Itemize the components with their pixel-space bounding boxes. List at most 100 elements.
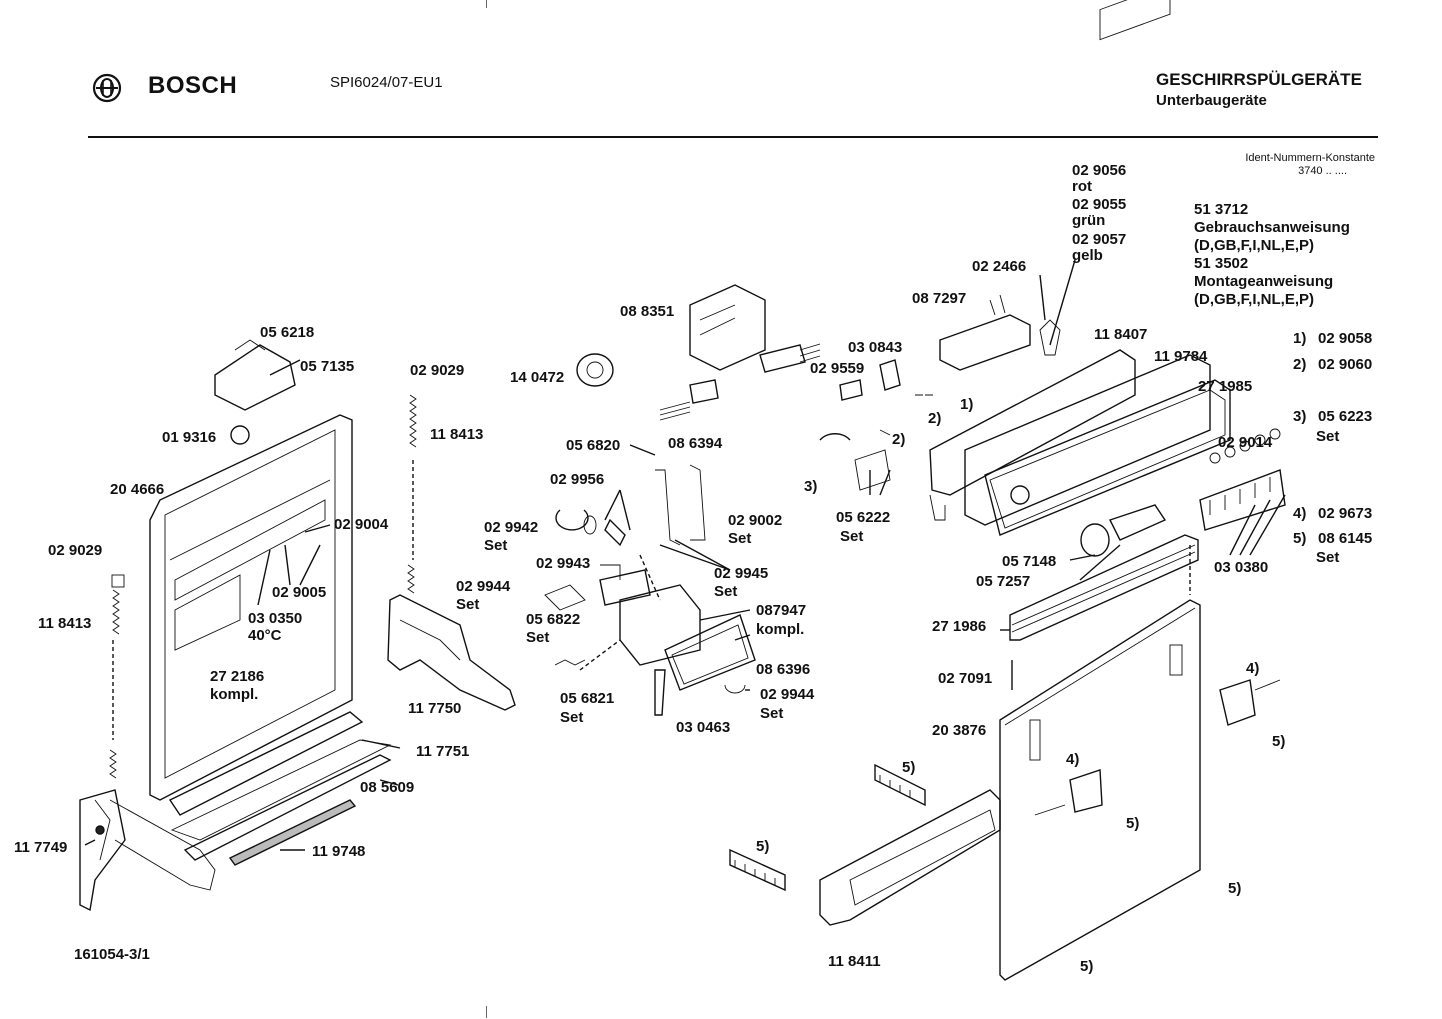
doc-number: 51 3502 <box>1194 255 1249 272</box>
door-hinge-assembly <box>79 789 216 912</box>
footnote-part: 02 9060 <box>1318 356 1373 373</box>
doc-number: 51 3712 <box>1194 201 1249 218</box>
doc-name: Montageanweisung <box>1194 273 1334 290</box>
part-number: 08 8351 <box>620 303 675 320</box>
reference-marker: 4) <box>1066 751 1080 768</box>
part-number: 08 7297 <box>912 290 967 307</box>
part-number: 11 9748 <box>312 843 366 860</box>
relay-parts <box>819 359 933 491</box>
part-note: Set <box>714 583 738 600</box>
reference-marker: 5) <box>902 759 916 776</box>
part-number: 02 9005 <box>272 584 327 601</box>
dispenser-assembly <box>544 464 756 716</box>
hinge-bracket-right <box>1034 679 1281 816</box>
header-divider <box>88 136 1378 138</box>
part-number: 02 9014 <box>1218 434 1273 451</box>
doc-languages: (D,GB,F,I,NL,E,P) <box>1194 237 1314 254</box>
sheet-id: 161054-3/1 <box>74 946 150 963</box>
part-number: 11 7750 <box>408 700 462 717</box>
footnote-extra: Set <box>1316 549 1340 566</box>
part-number: 11 9784 <box>1154 348 1208 365</box>
part-number: 02 9944 <box>456 578 511 595</box>
category-subtitle: Unterbaugeräte <box>1156 92 1267 109</box>
part-note: Set <box>456 596 480 613</box>
part-number: 02 9055 <box>1072 196 1127 213</box>
part-number: 27 2186 <box>210 668 265 685</box>
part-number: 02 9956 <box>550 471 605 488</box>
connector-strip-087297 <box>939 294 1061 371</box>
part-note: Set <box>560 709 584 726</box>
reference-marker: 2) <box>928 410 942 427</box>
reference-marker: 1) <box>960 396 974 413</box>
part-note: 40°C <box>248 627 282 644</box>
part-number: 02 7091 <box>938 670 993 687</box>
part-number: 11 8413 <box>38 615 92 632</box>
inner-door-frame <box>149 414 353 801</box>
door-handle-part <box>214 339 296 445</box>
part-number: 27 1986 <box>932 618 987 635</box>
part-number: 08 6396 <box>756 661 811 678</box>
part-number: 05 6218 <box>260 324 315 341</box>
footnote-part: 05 6223 <box>1318 408 1373 425</box>
reference-marker: 2) <box>892 431 906 448</box>
knob-140472 <box>576 353 614 387</box>
part-note: Set <box>840 528 864 545</box>
part-number: 08 5609 <box>360 779 415 796</box>
reference-marker: 3) <box>804 478 818 495</box>
bosch-logo-icon <box>92 73 122 103</box>
part-number: 14 0472 <box>510 369 565 386</box>
program-knob <box>1080 504 1167 557</box>
kick-strip <box>168 711 392 866</box>
bottom-strip-118411 <box>819 789 1001 926</box>
timer-switch <box>659 284 821 421</box>
part-number: 11 8413 <box>430 426 484 443</box>
crop-mark-top <box>486 0 487 8</box>
doc-languages: (D,GB,F,I,NL,E,P) <box>1194 291 1314 308</box>
side-bracket <box>387 594 516 711</box>
door-spring-left <box>109 574 125 779</box>
clip-strips <box>729 763 926 892</box>
part-number: 05 7135 <box>300 358 355 375</box>
part-note: Set <box>728 530 752 547</box>
part-number: 11 7749 <box>14 839 68 856</box>
part-number: 02 9004 <box>334 516 389 533</box>
part-number: 01 9316 <box>162 429 217 446</box>
footnote-key: 5) <box>1293 530 1307 547</box>
part-number: 02 9002 <box>728 512 783 529</box>
part-number: 03 0463 <box>676 719 731 736</box>
doc-name: Gebrauchsanweisung <box>1194 219 1350 236</box>
part-note: Set <box>526 629 550 646</box>
part-number: 087947 <box>756 602 807 619</box>
part-number: 05 7257 <box>976 573 1031 590</box>
footnote-extra: Set <box>1316 428 1340 445</box>
reference-marker: 4) <box>1246 660 1260 677</box>
part-number: 02 9057 <box>1072 231 1127 248</box>
part-number: 27 1985 <box>1198 378 1253 395</box>
part-number: 05 6820 <box>566 437 621 454</box>
reference-marker: 5) <box>1080 958 1094 975</box>
part-number: 20 4666 <box>110 481 165 498</box>
part-note: Set <box>484 537 508 554</box>
outer-door-panel <box>999 599 1201 981</box>
part-note: rot <box>1072 178 1092 195</box>
part-note: Set <box>760 705 784 722</box>
part-number: 03 0843 <box>848 339 903 356</box>
part-number: 02 9559 <box>810 360 865 377</box>
leader-lines <box>84 259 1286 851</box>
part-number: 02 2466 <box>972 258 1027 275</box>
footnote-key: 4) <box>1293 505 1307 522</box>
ident-value: 3740 .. .... <box>1298 165 1347 177</box>
footnote-part: 02 9673 <box>1318 505 1373 522</box>
part-note: gelb <box>1072 247 1103 264</box>
footnote-part: 02 9058 <box>1318 330 1373 347</box>
part-number: 20 3876 <box>932 722 987 739</box>
part-number: 02 9944 <box>760 686 815 703</box>
part-number: 11 8407 <box>1094 326 1148 343</box>
part-number: 02 9029 <box>48 542 103 559</box>
reference-marker: 5) <box>756 838 770 855</box>
pushbutton-set <box>1199 428 1286 531</box>
part-number: 03 0380 <box>1214 559 1269 576</box>
footnote-part: 08 6145 <box>1318 530 1373 547</box>
part-number: 05 6821 <box>560 690 615 707</box>
